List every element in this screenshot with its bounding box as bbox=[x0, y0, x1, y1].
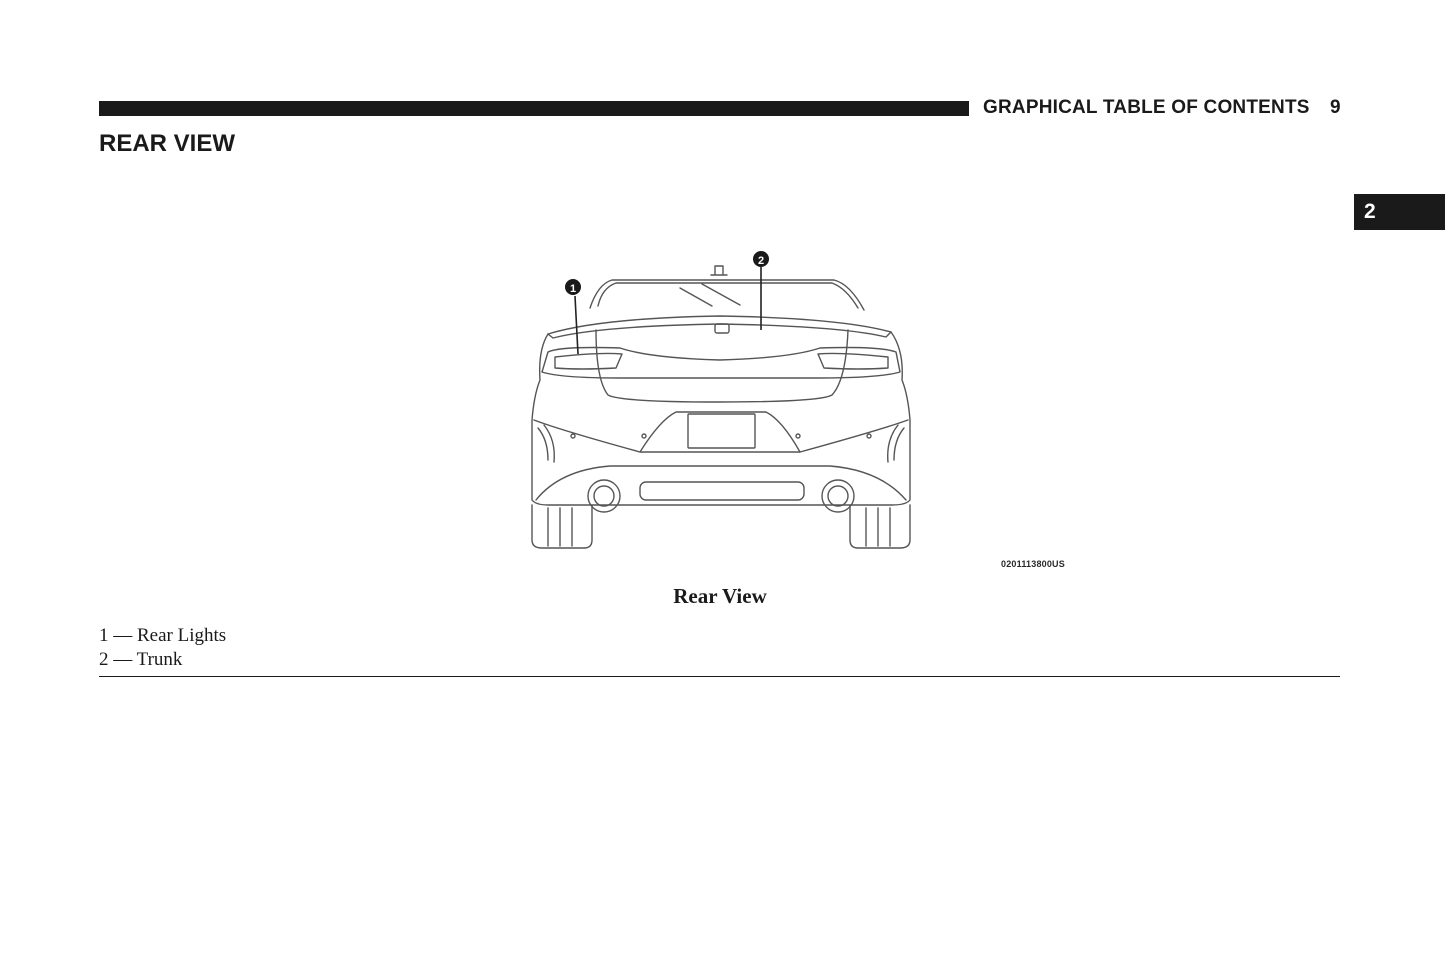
callout-1-label: 1 bbox=[570, 283, 576, 295]
left-reflector bbox=[537, 424, 555, 463]
callout-1-marker: 1 bbox=[565, 279, 581, 295]
callout-2-label: 2 bbox=[758, 255, 764, 267]
image-reference-code: 0201113800US bbox=[1001, 559, 1065, 569]
figure-caption: Rear View bbox=[673, 584, 767, 608]
right-sensor bbox=[866, 433, 872, 439]
right-sensor-2 bbox=[795, 433, 801, 439]
chapter-tab-number: 2 bbox=[1364, 200, 1376, 223]
right-exhaust-outer bbox=[821, 479, 855, 513]
body-outline bbox=[531, 331, 911, 506]
diffuser-center bbox=[639, 481, 805, 501]
legend-item-trunk: 2 — Trunk bbox=[99, 649, 183, 670]
spoiler bbox=[547, 315, 892, 339]
rear-badge bbox=[714, 323, 730, 334]
header-rule-bar bbox=[99, 101, 969, 116]
left-tire bbox=[531, 504, 593, 549]
diffuser bbox=[535, 465, 907, 501]
rear-bumper bbox=[533, 419, 909, 453]
right-exhaust-inner bbox=[827, 485, 849, 507]
left-sensor-2 bbox=[641, 433, 647, 439]
callout-1-leader bbox=[574, 295, 579, 355]
rear-view-illustration: 1 2 bbox=[531, 251, 911, 549]
tail-light-bar bbox=[541, 346, 901, 379]
left-exhaust-inner bbox=[593, 485, 615, 507]
right-reflector bbox=[887, 424, 905, 463]
glass-reflection bbox=[679, 283, 741, 307]
callout-2-marker: 2 bbox=[753, 251, 769, 267]
chapter-tab: 2 bbox=[1354, 194, 1445, 230]
antenna bbox=[710, 265, 728, 276]
header-section-title: GRAPHICAL TABLE OF CONTENTS bbox=[983, 97, 1310, 118]
left-exhaust-outer bbox=[587, 479, 621, 513]
page-title: REAR VIEW bbox=[99, 130, 236, 157]
tail-light-inner bbox=[554, 352, 889, 370]
left-sensor bbox=[570, 433, 576, 439]
right-tire-tread bbox=[865, 507, 891, 547]
trunk-lid bbox=[595, 329, 849, 403]
legend-item-rear-lights: 1 — Rear Lights bbox=[99, 625, 227, 646]
bottom-rule bbox=[99, 676, 1340, 677]
rear-window bbox=[589, 279, 865, 311]
license-plate bbox=[687, 413, 756, 449]
roof-line bbox=[597, 282, 859, 309]
header-page-number: 9 bbox=[1330, 97, 1341, 118]
left-tire-tread bbox=[547, 507, 573, 547]
right-tire bbox=[849, 504, 911, 549]
license-recess bbox=[639, 411, 801, 453]
legend-list: 1 — Rear Lights 2 — Trunk bbox=[99, 624, 226, 672]
